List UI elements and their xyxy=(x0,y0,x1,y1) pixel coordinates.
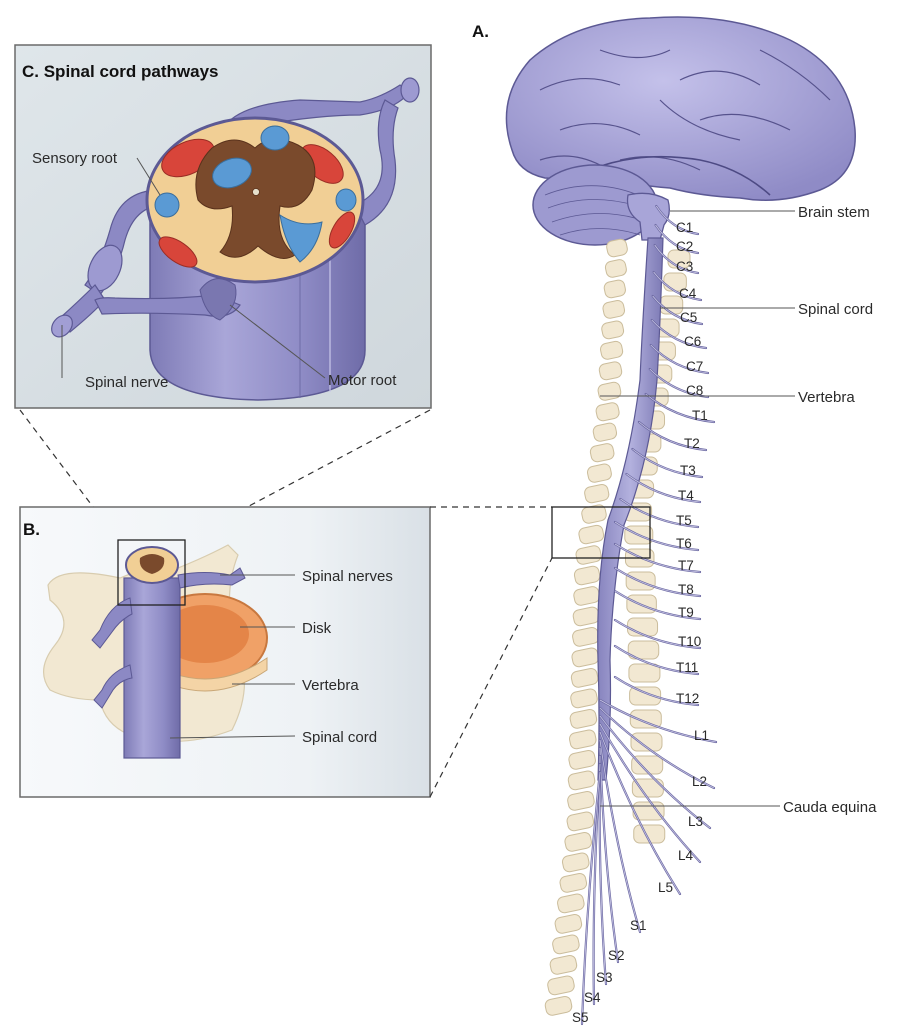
segment-label-s2: S2 xyxy=(608,948,625,963)
vertebra-block xyxy=(544,995,573,1016)
vertebra-block xyxy=(547,975,576,996)
segment-label-t7: T7 xyxy=(678,558,694,573)
segment-label-l1: L1 xyxy=(694,728,709,743)
panel-b: B. Spinal nerves Disk Vertebra Spinal co… xyxy=(20,507,430,797)
panel-a-label: A. xyxy=(472,22,489,41)
segment-label-l4: L4 xyxy=(678,848,694,863)
vertebra-block xyxy=(571,647,600,668)
tract-blue-left xyxy=(155,193,179,217)
vertebra-block xyxy=(567,770,596,791)
segment-label-t10: T10 xyxy=(678,634,701,649)
vertebra-block xyxy=(572,606,600,627)
tract-blue-right xyxy=(336,189,356,211)
segment-label-t4: T4 xyxy=(678,488,694,503)
segment-label-l5: L5 xyxy=(658,880,673,895)
cauda-equina-label: Cauda equina xyxy=(783,799,877,816)
vertebra-block xyxy=(556,893,585,914)
nerve-s5 xyxy=(582,772,600,1024)
panel-b-label: B. xyxy=(23,520,40,539)
vertebra-label-b: Vertebra xyxy=(302,677,359,694)
segment-label-c4: C4 xyxy=(679,286,697,301)
segment-label-s3: S3 xyxy=(596,970,613,985)
vertebra-block xyxy=(629,664,660,682)
vertebra-block xyxy=(586,463,612,483)
motor-root-label: Motor root xyxy=(328,372,397,389)
vertebra-block xyxy=(584,483,610,504)
segment-label-s4: S4 xyxy=(584,990,601,1005)
vertebra-block xyxy=(570,667,599,688)
segment-label-t8: T8 xyxy=(678,582,694,597)
segment-label-c6: C6 xyxy=(684,334,701,349)
spinal-cord-label-a: Spinal cord xyxy=(798,301,873,318)
vertebra-block xyxy=(599,340,623,360)
vertebra-block xyxy=(573,565,601,586)
spinal-nerve-label-c: Spinal nerve xyxy=(85,374,168,391)
segment-label-c1: C1 xyxy=(676,220,693,235)
vertebra-block xyxy=(578,524,605,545)
segment-label-t5: T5 xyxy=(676,513,692,528)
segment-label-t9: T9 xyxy=(678,605,694,620)
vertebra-block xyxy=(575,545,602,566)
vertebra-block xyxy=(564,831,593,852)
vertebra-block xyxy=(568,729,597,750)
vertebra-label-a: Vertebra xyxy=(798,389,855,406)
brain-stem-label: Brain stem xyxy=(798,204,870,221)
vertebra-block xyxy=(601,320,625,340)
spinal-nerves-label-b: Spinal nerves xyxy=(302,568,393,585)
segment-label-c2: C2 xyxy=(676,239,693,254)
vertebra-block xyxy=(571,626,599,647)
segment-label-c5: C5 xyxy=(680,310,697,325)
vertebra-block xyxy=(549,954,578,975)
vertebra-block xyxy=(573,586,601,607)
segment-label-s1: S1 xyxy=(630,918,647,933)
vertebra-block xyxy=(568,749,597,770)
vertebra-block xyxy=(598,361,623,381)
vertebra-block xyxy=(592,422,618,442)
vertebra-block xyxy=(602,299,626,319)
sensory-root-label: Sensory root xyxy=(32,150,118,167)
segment-label-t12: T12 xyxy=(676,691,699,706)
vertebra-block xyxy=(559,872,588,893)
vertebra-block xyxy=(604,259,627,279)
tract-blue-top-right xyxy=(261,126,289,150)
segment-label-c3: C3 xyxy=(676,259,693,274)
vertebra-block xyxy=(597,381,622,401)
vertebra-block xyxy=(561,852,590,873)
vertebra-block xyxy=(603,279,626,299)
vertebra-block xyxy=(552,934,581,955)
vertebra-block xyxy=(570,688,599,709)
panel-c: C. Spinal cord pathways Sensory xyxy=(15,45,431,408)
vertebra-block xyxy=(569,708,598,729)
vertebral-column xyxy=(544,238,690,1016)
segment-label-t2: T2 xyxy=(684,436,700,451)
vertebra-block xyxy=(567,790,596,811)
vertebra-block xyxy=(595,402,620,422)
panel-c-title: C. Spinal cord pathways xyxy=(22,62,219,81)
vertebra-block xyxy=(566,811,595,832)
segment-label-t3: T3 xyxy=(680,463,696,478)
segment-label-t11: T11 xyxy=(676,660,698,675)
segment-label-s5: S5 xyxy=(572,1010,589,1025)
panel-a: A. C1C2C3C4C5C6C7C8T1T2T3T4T5T6T7T8T9T10… xyxy=(472,17,877,1025)
disk-label-b: Disk xyxy=(302,620,332,637)
spinal-cord-label-b: Spinal cord xyxy=(302,729,377,746)
zoom-line-b-bottom xyxy=(430,558,552,797)
segment-label-t6: T6 xyxy=(676,536,692,551)
segment-label-l3: L3 xyxy=(688,814,703,829)
segment-label-c7: C7 xyxy=(686,359,703,374)
vertebra-block xyxy=(589,442,615,462)
segment-label-l2: L2 xyxy=(692,774,707,789)
segment-label-t1: T1 xyxy=(692,408,708,423)
vertebra-block xyxy=(554,913,583,934)
